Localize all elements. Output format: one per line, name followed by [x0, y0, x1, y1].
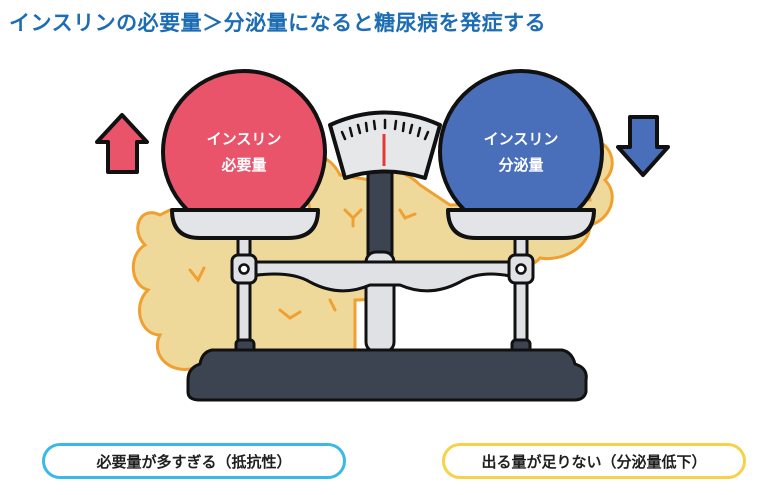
left-ball-line2: 必要量 [221, 156, 267, 174]
left-ball-label: インスリン 必要量 [184, 126, 304, 178]
page-title: インスリンの必要量＞分泌量になると糖尿病を発症する [9, 11, 547, 35]
arrow-up-icon [95, 113, 149, 174]
scale-base [186, 338, 588, 402]
right-ball-line1: インスリン [483, 130, 559, 148]
arrow-down-icon [616, 115, 670, 177]
right-ball-label: インスリン 分泌量 [461, 126, 581, 178]
caption-secretion-decrease: 出る量が足りない（分泌量低下） [442, 443, 746, 479]
left-ball-line1: インスリン [206, 130, 282, 148]
caption-resistance: 必要量が多すぎる（抵抗性） [42, 443, 346, 479]
scale-gauge [328, 110, 442, 180]
right-ball-line2: 分泌量 [498, 156, 544, 174]
